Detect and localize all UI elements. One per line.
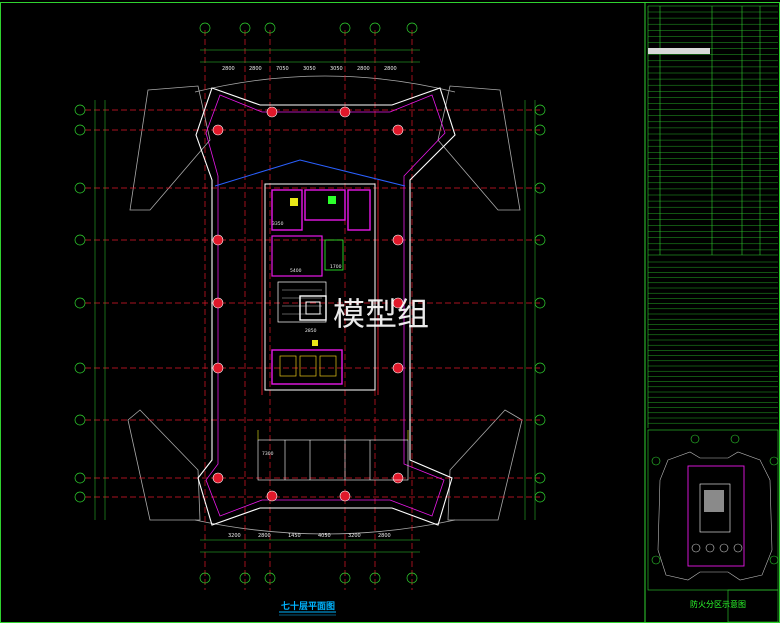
key-plan bbox=[651, 434, 779, 581]
title-block-highlight bbox=[648, 48, 710, 54]
grid-bubble-left bbox=[74, 472, 86, 484]
dimension-text-bottom: 3200 bbox=[348, 533, 361, 539]
grid-bubble-left bbox=[74, 104, 86, 116]
column-marker bbox=[392, 297, 404, 309]
column-marker bbox=[392, 362, 404, 374]
dimension-text-top: 2800 bbox=[384, 66, 397, 72]
grid-lines-horizontal bbox=[85, 109, 540, 498]
key-plan-stamp bbox=[727, 589, 779, 623]
column-marker bbox=[212, 124, 224, 136]
column-marker bbox=[212, 234, 224, 246]
grid-bubbles bbox=[74, 22, 546, 584]
grid-bubble-top bbox=[199, 22, 211, 34]
grid-bubble-left bbox=[74, 124, 86, 136]
room-dimension-label: 7300 bbox=[262, 451, 274, 457]
grid-bubble-right bbox=[534, 491, 546, 503]
grid-bubble-left bbox=[74, 414, 86, 426]
grid-bubble-top bbox=[406, 22, 418, 34]
grid-bubble-right bbox=[534, 362, 546, 374]
room-dimension-label: 3350 bbox=[272, 221, 284, 227]
grid-bubble-left bbox=[74, 362, 86, 374]
bottom-rooms bbox=[257, 430, 409, 481]
grid-bubble-left bbox=[74, 297, 86, 309]
dimension-text-bottom: 4050 bbox=[318, 533, 331, 539]
grid-bubble-right bbox=[534, 414, 546, 426]
structural-columns bbox=[212, 106, 404, 502]
grid-bubble-bottom bbox=[264, 572, 276, 584]
title-block-rows bbox=[648, 11, 778, 251]
grid-bubble-top bbox=[339, 22, 351, 34]
dimension-text-bottom: 3200 bbox=[228, 533, 241, 539]
grid-bubble-left bbox=[74, 182, 86, 194]
grid-bubble-right bbox=[534, 297, 546, 309]
dimension-text-bottom: 2800 bbox=[258, 533, 271, 539]
central-core bbox=[214, 159, 406, 395]
drawing-title: 七十层平面图 bbox=[281, 600, 335, 612]
column-marker bbox=[339, 106, 351, 118]
grid-bubble-right bbox=[534, 182, 546, 194]
grid-bubble-top bbox=[369, 22, 381, 34]
grid-bubble-bottom bbox=[339, 572, 351, 584]
dimension-text-bottom: 2800 bbox=[378, 533, 391, 539]
column-marker bbox=[266, 490, 278, 502]
watermark-text: 模型组 bbox=[333, 295, 429, 333]
grid-bubble-right bbox=[534, 104, 546, 116]
column-marker bbox=[392, 472, 404, 484]
grid-bubble-bottom bbox=[369, 572, 381, 584]
key-plan-title: 防火分区示意图 bbox=[690, 599, 746, 609]
grid-bubble-top bbox=[264, 22, 276, 34]
dimension-text-top: 2800 bbox=[222, 66, 235, 72]
column-marker bbox=[212, 297, 224, 309]
title-block-table bbox=[647, 5, 778, 428]
grid-bubble-right bbox=[534, 472, 546, 484]
grid-bubble-right bbox=[534, 124, 546, 136]
grid-bubble-top bbox=[239, 22, 251, 34]
grid-bubble-bottom bbox=[199, 572, 211, 584]
column-marker bbox=[392, 124, 404, 136]
column-marker bbox=[212, 472, 224, 484]
column-marker bbox=[212, 362, 224, 374]
dimension-text-top: 2800 bbox=[357, 66, 370, 72]
grid-bubble-left bbox=[74, 234, 86, 246]
dimension-strings: 2800 2800 7050 3050 3050 2800 2800 3200 2800 1450… bbox=[94, 49, 536, 553]
dimension-text-bottom: 1450 bbox=[288, 533, 301, 539]
grid-bubble-bottom bbox=[239, 572, 251, 584]
key-plan-frame bbox=[647, 429, 779, 591]
building-outline bbox=[127, 75, 523, 535]
column-marker bbox=[339, 490, 351, 502]
grid-bubble-right bbox=[534, 234, 546, 246]
grid-bubble-left bbox=[74, 491, 86, 503]
room-dimension-label: 1700 bbox=[330, 264, 342, 270]
column-marker bbox=[266, 106, 278, 118]
dimension-text-top: 3050 bbox=[303, 66, 316, 72]
column-marker bbox=[392, 234, 404, 246]
dimension-text-top: 2800 bbox=[249, 66, 262, 72]
room-dimension-label: 2850 bbox=[305, 328, 317, 334]
dimension-text-top: 3050 bbox=[330, 66, 343, 72]
grid-bubble-bottom bbox=[406, 572, 418, 584]
watermark: 模型组 bbox=[299, 295, 429, 333]
title-block-lower-rows bbox=[648, 261, 778, 424]
dimension-text-top: 7050 bbox=[276, 66, 289, 72]
room-dimension-label: 5400 bbox=[290, 268, 302, 274]
